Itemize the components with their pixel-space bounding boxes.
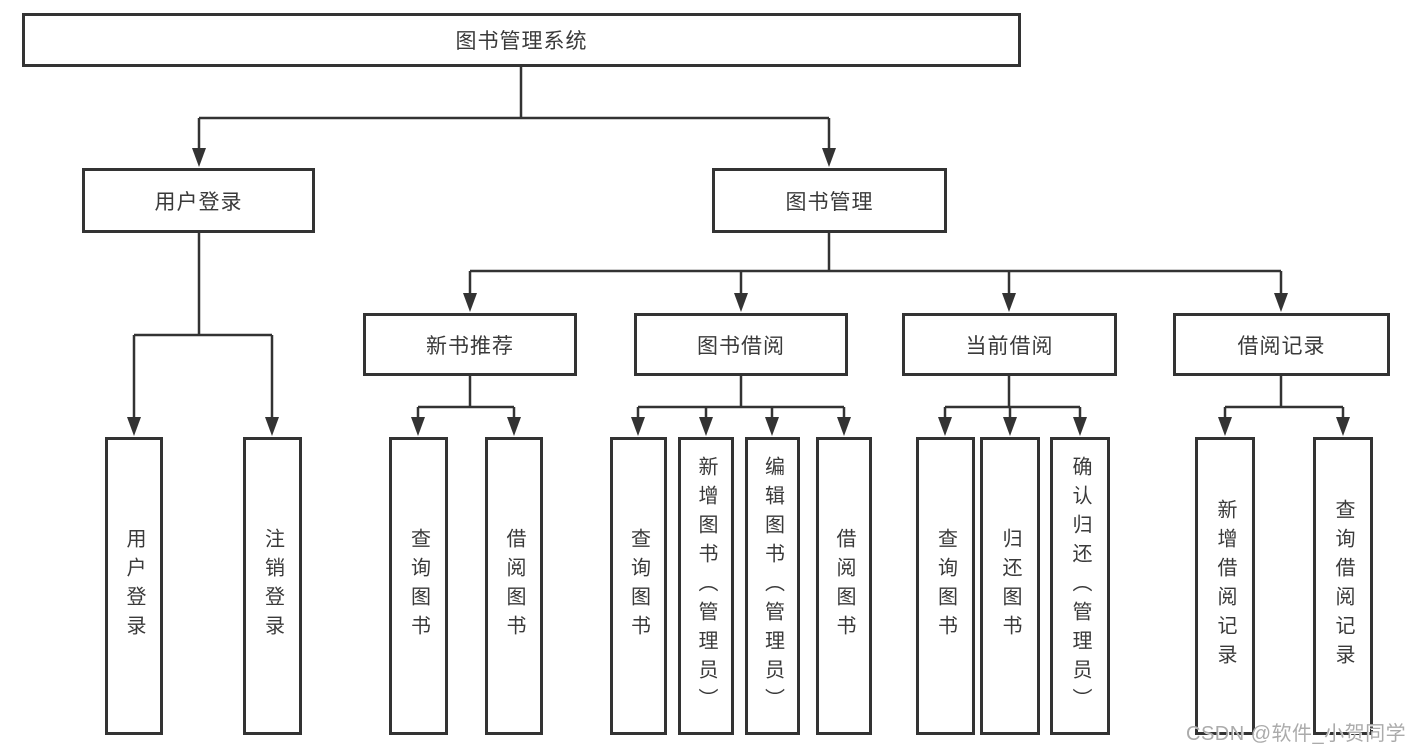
leaf-label: 借阅图书	[833, 528, 855, 644]
arrowhead-icon	[265, 417, 279, 436]
edge-newbookrec-to-leaves	[416, 376, 516, 431]
arrowhead-icon	[127, 417, 141, 436]
leaf-label: 借阅图书	[503, 528, 525, 644]
leaf-user-login: 用户登录	[105, 437, 163, 735]
arrowhead-icon	[1002, 293, 1016, 312]
leaf-label: 归还图书	[999, 528, 1021, 644]
arrowhead-icon	[734, 293, 748, 312]
arrowhead-icon	[1274, 293, 1288, 312]
leaf-recommend-borrow-books: 借阅图书	[485, 437, 543, 735]
connector-edges	[132, 67, 1345, 431]
leaf-label: 查询借阅记录	[1332, 499, 1354, 673]
node-book-borrow: 图书借阅	[634, 313, 848, 376]
arrowhead-icon	[463, 293, 477, 312]
node-root-library-management-system: 图书管理系统	[22, 13, 1021, 67]
edge-userlogin-to-leaves	[132, 233, 274, 431]
leaf-label: 编辑图书（管理员）	[761, 455, 784, 717]
edge-root-to-level2	[197, 67, 831, 162]
node-new-book-recommend: 新书推荐	[363, 313, 577, 376]
csdn-watermark: CSDN @软件_小贺同学	[1186, 723, 1405, 745]
leaf-label: 确认归还（管理员）	[1069, 455, 1091, 717]
leaf-borrow-borrow-books: 借阅图书	[816, 437, 872, 735]
leaf-current-query-books: 查询图书	[916, 437, 975, 735]
arrowhead-icon	[938, 417, 952, 436]
leaf-current-return-books: 归还图书	[980, 437, 1040, 735]
arrowhead-icon	[822, 148, 836, 167]
node-current-borrow: 当前借阅	[902, 313, 1117, 376]
leaf-label: 查询图书	[407, 528, 430, 644]
leaf-recommend-query-books: 查询图书	[389, 437, 448, 735]
arrowhead-icon	[1073, 417, 1087, 436]
leaf-label: 新增图书（管理员）	[695, 455, 717, 717]
arrowhead-icon	[411, 417, 425, 436]
leaf-current-confirm-return-admin: 确认归还（管理员）	[1050, 437, 1110, 735]
arrowhead-icon	[1003, 417, 1017, 436]
arrowhead-icon	[765, 417, 779, 436]
leaf-records-query-borrow-record: 查询借阅记录	[1313, 437, 1373, 735]
leaf-borrow-query-books: 查询图书	[610, 437, 667, 735]
node-user-login: 用户登录	[82, 168, 315, 233]
arrowhead-icon	[837, 417, 851, 436]
leaf-label: 新增借阅记录	[1214, 499, 1236, 673]
edge-bookborrow-to-leaves	[636, 376, 846, 431]
leaf-label: 注销登录	[261, 528, 284, 644]
edge-currentborrow-to-leaves	[943, 376, 1082, 431]
edge-bookmgmt-to-level3	[468, 233, 1283, 307]
node-borrow-records: 借阅记录	[1173, 313, 1390, 376]
arrowhead-icon	[1218, 417, 1232, 436]
leaf-borrow-add-books-admin: 新增图书（管理员）	[678, 437, 734, 735]
leaf-records-add-borrow-record: 新增借阅记录	[1195, 437, 1255, 735]
arrowhead-icon	[631, 417, 645, 436]
arrowhead-icon	[507, 417, 521, 436]
node-book-management: 图书管理	[712, 168, 947, 233]
edge-borrowrecords-to-leaves	[1223, 376, 1345, 431]
leaf-label: 用户登录	[123, 528, 145, 644]
leaf-label: 查询图书	[934, 528, 957, 644]
leaf-logout: 注销登录	[243, 437, 302, 735]
leaf-borrow-edit-books-admin: 编辑图书（管理员）	[745, 437, 800, 735]
arrowhead-icon	[699, 417, 713, 436]
arrowhead-icon	[1336, 417, 1350, 436]
leaf-label: 查询图书	[627, 528, 650, 644]
arrowhead-icon	[192, 148, 206, 167]
